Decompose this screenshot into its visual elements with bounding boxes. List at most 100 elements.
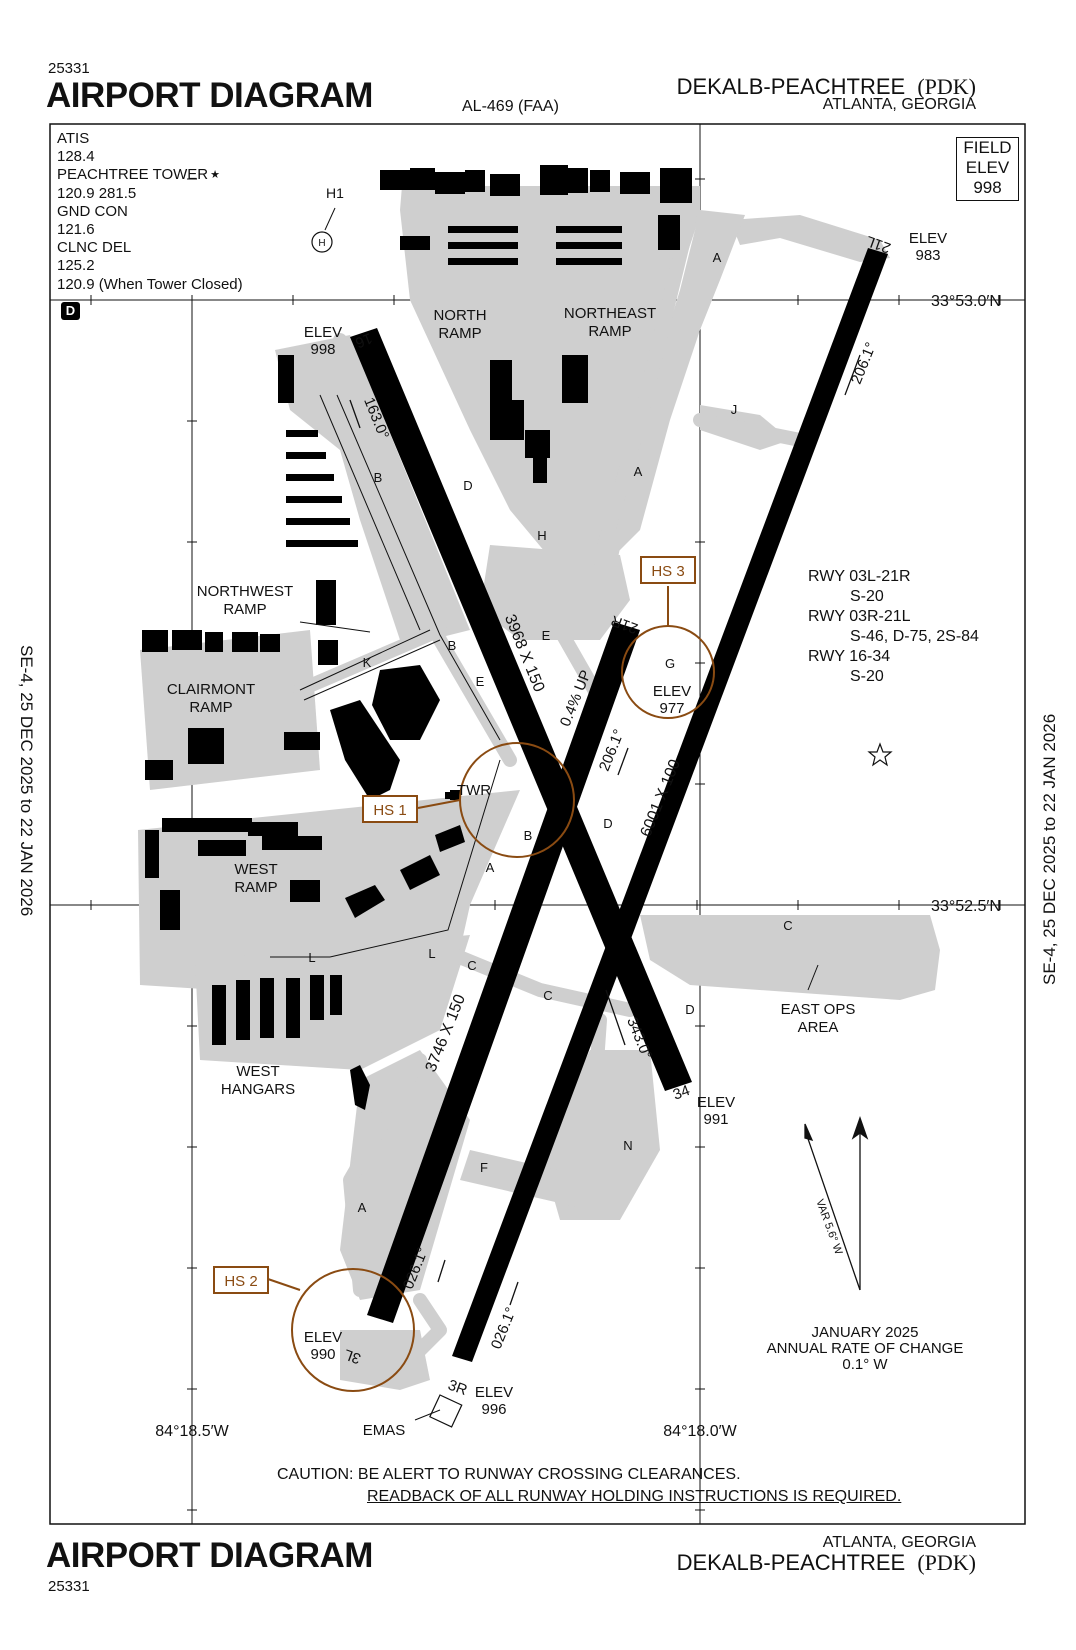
arrow-21r xyxy=(617,747,629,776)
building xyxy=(448,242,518,249)
airport-name: DEKALB-PEACHTREE xyxy=(676,74,906,99)
taxiway-lane-a-south xyxy=(343,1053,427,1297)
building xyxy=(318,640,338,665)
runway-21l-elev-label: ELEV xyxy=(909,230,947,247)
true-north-arrow-icon xyxy=(851,1116,869,1140)
building xyxy=(248,822,298,836)
building xyxy=(562,355,588,403)
hot-spot-leader-2 xyxy=(264,1277,301,1291)
field-label: FIELD xyxy=(963,138,1012,157)
taxiway-label: B xyxy=(374,470,383,485)
building xyxy=(435,825,465,852)
building xyxy=(162,818,252,832)
building xyxy=(556,226,622,233)
field-elevation-value: 998 xyxy=(973,178,1002,197)
south-pavement xyxy=(340,1330,430,1390)
taxiway-edge-b-2 xyxy=(319,394,421,631)
runways xyxy=(350,248,888,1362)
taxiway-label: A xyxy=(634,464,643,479)
east-ops-pavement xyxy=(640,915,940,1000)
taxiway-edges xyxy=(270,394,501,958)
runway-3r-label: 3R xyxy=(446,1377,470,1400)
building xyxy=(556,242,622,249)
latitude-south: 33°52.5′N xyxy=(931,898,1001,915)
building xyxy=(448,226,518,233)
airport-id: (PDK) xyxy=(917,74,976,99)
taxiway-lane-k xyxy=(293,623,447,697)
northeast-ramp-label-2: RAMP xyxy=(588,323,631,340)
runway-3r-elev-label: ELEV xyxy=(475,1384,513,1401)
airport-name-bottom: DEKALB-PEACHTREE (PDK) xyxy=(677,1550,976,1576)
runway-21r-elev-label: ELEV xyxy=(653,683,691,700)
frequency-list: ATIS 128.4 PEACHTREE TOWER★ 120.9 281.5 … xyxy=(57,130,243,294)
elev-label: ELEV xyxy=(965,158,1010,177)
building xyxy=(590,170,610,192)
building xyxy=(568,168,588,193)
procedure-id: AL-469 (FAA) xyxy=(462,98,559,115)
longitude-east: 84°18.0′W xyxy=(663,1423,737,1440)
freq-line: 125.2 xyxy=(57,257,95,275)
west-hangars-label-2: HANGARS xyxy=(221,1081,295,1098)
east-ops-label-1: EAST OPS xyxy=(781,1001,856,1018)
runway-16-34 xyxy=(350,328,692,1091)
hot-spot-labels: HS 1 HS 2 HS 3 xyxy=(213,556,696,1294)
building xyxy=(172,630,202,650)
taxiway-label: A xyxy=(713,250,722,265)
building xyxy=(533,458,547,483)
building xyxy=(286,474,334,481)
taxiway-label: B xyxy=(448,638,457,653)
building xyxy=(286,540,358,547)
building xyxy=(142,630,168,652)
arrow-3r xyxy=(509,1281,519,1306)
building xyxy=(620,172,650,194)
hot-spot-3 xyxy=(640,556,696,584)
strength-line: RWY 03R-21L xyxy=(808,608,911,625)
longitude-west: 84°18.5′W xyxy=(155,1423,229,1440)
taxiway-label: N xyxy=(623,1138,632,1153)
page-title-bottom: AIRPORT DIAGRAM xyxy=(46,1536,373,1575)
taxiway-lane-3l-end xyxy=(393,1293,447,1377)
building xyxy=(556,258,622,265)
heliport-icon xyxy=(311,231,333,253)
north-ramp-label-1: NORTH xyxy=(433,307,486,324)
caution-line-2: READBACK OF ALL RUNWAY HOLDING INSTRUCTI… xyxy=(367,1488,902,1505)
taxiway-a-south-pavement xyxy=(340,1050,470,1300)
building xyxy=(372,665,440,740)
building xyxy=(232,632,258,652)
chart-number-bottom: 25331 xyxy=(48,1578,90,1595)
strength-line: S-20 xyxy=(850,588,884,605)
arrow-21l xyxy=(844,354,861,396)
hot-spot-circle-2 xyxy=(291,1268,415,1392)
building xyxy=(350,1065,370,1110)
heliport-label: H1 xyxy=(326,185,344,201)
northeast-ramp-label-1: NORTHEAST xyxy=(564,305,656,322)
runway-3l-elev: 990 xyxy=(310,1346,335,1363)
freq-line: 128.4 xyxy=(57,148,95,166)
building xyxy=(278,355,294,403)
runway-03r-21l xyxy=(452,248,888,1362)
building xyxy=(160,890,180,930)
airport-id: (PDK) xyxy=(917,1550,976,1575)
building xyxy=(435,172,465,194)
building xyxy=(490,174,520,196)
building xyxy=(525,430,550,458)
arrow-16 xyxy=(349,399,361,429)
freq-line: ATIS xyxy=(57,130,90,147)
city-top: ATLANTA, GEORGIA xyxy=(822,96,976,113)
page-title-top: AIRPORT DIAGRAM xyxy=(46,76,373,115)
heliport-leader xyxy=(324,207,336,231)
taxiway-label: A xyxy=(358,1200,367,1215)
hot-spot-1 xyxy=(362,795,418,823)
taxiway-h-pavement xyxy=(480,545,630,640)
hangar xyxy=(286,978,300,1038)
runway-34-elev: 991 xyxy=(703,1111,728,1128)
taxiway-label: L xyxy=(428,946,435,961)
hot-spot-3-label: HS 3 xyxy=(651,563,684,580)
taxiway-lane-a-north xyxy=(593,208,697,567)
strength-line: S-46, D-75, 2S-84 xyxy=(850,628,979,645)
taxiway-label: C xyxy=(467,958,476,973)
building xyxy=(448,258,518,265)
taxiway-a-north-pavement xyxy=(600,210,745,560)
northwest-ramp-label-1: NORTHWEST xyxy=(197,583,293,600)
